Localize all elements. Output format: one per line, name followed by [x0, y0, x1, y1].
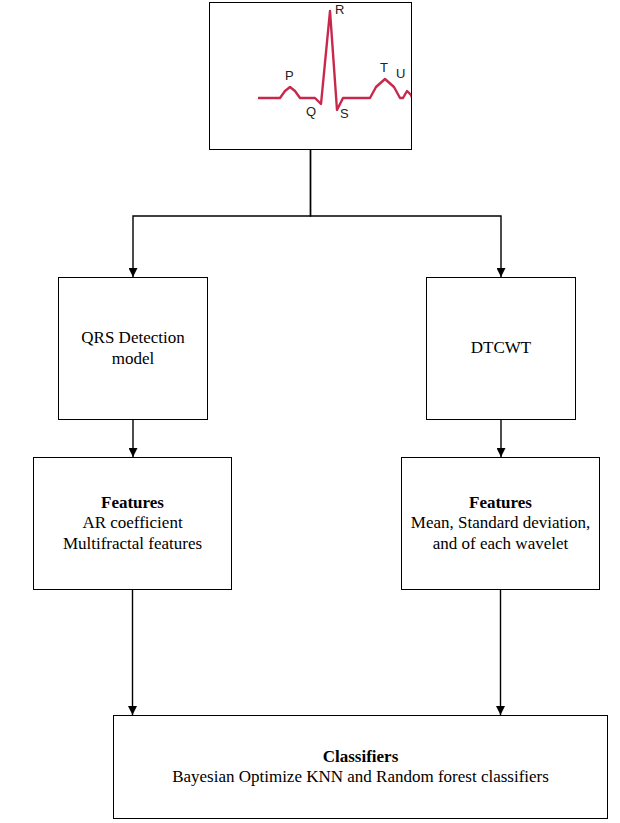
feature-box: FeaturesAR coefficient Multifractal feat…: [33, 457, 232, 590]
process-box: QRS Detection model: [58, 277, 208, 420]
flow-arrow: [132, 590, 133, 715]
wave-label: S: [340, 107, 349, 121]
wave-label: P: [285, 69, 294, 83]
wave-label: Q: [306, 105, 316, 119]
process-box: DTCWT: [426, 277, 576, 420]
flow-arrow: [311, 150, 502, 277]
box-heading: Classifiers: [323, 747, 399, 767]
classifier-box: ClassifiersBayesian Optimize KNN and Ran…: [113, 715, 608, 819]
box-text: Bayesian Optimize KNN and Random forest …: [172, 767, 549, 787]
box-text: AR coefficient Multifractal features: [42, 513, 223, 554]
flow-arrow: [133, 150, 311, 277]
wave-label: R: [335, 3, 344, 17]
flow-arrow: [132, 420, 133, 457]
box-text: DTCWT: [471, 338, 531, 358]
ecg-trace: [258, 11, 412, 110]
wave-label: U: [396, 67, 405, 81]
flow-arrow: [500, 420, 501, 457]
box-text: Mean, Standard deviation, and of each wa…: [410, 513, 591, 554]
box-heading: Features: [101, 493, 164, 513]
feature-box: FeaturesMean, Standard deviation, and of…: [401, 457, 600, 590]
ecg-waveform: [210, 3, 412, 150]
wave-label: T: [380, 61, 388, 75]
ecg-illustration-box: R P TU Q S: [209, 2, 412, 150]
box-text: QRS Detection model: [67, 328, 199, 369]
box-heading: Features: [469, 493, 532, 513]
flow-arrow: [500, 590, 501, 715]
